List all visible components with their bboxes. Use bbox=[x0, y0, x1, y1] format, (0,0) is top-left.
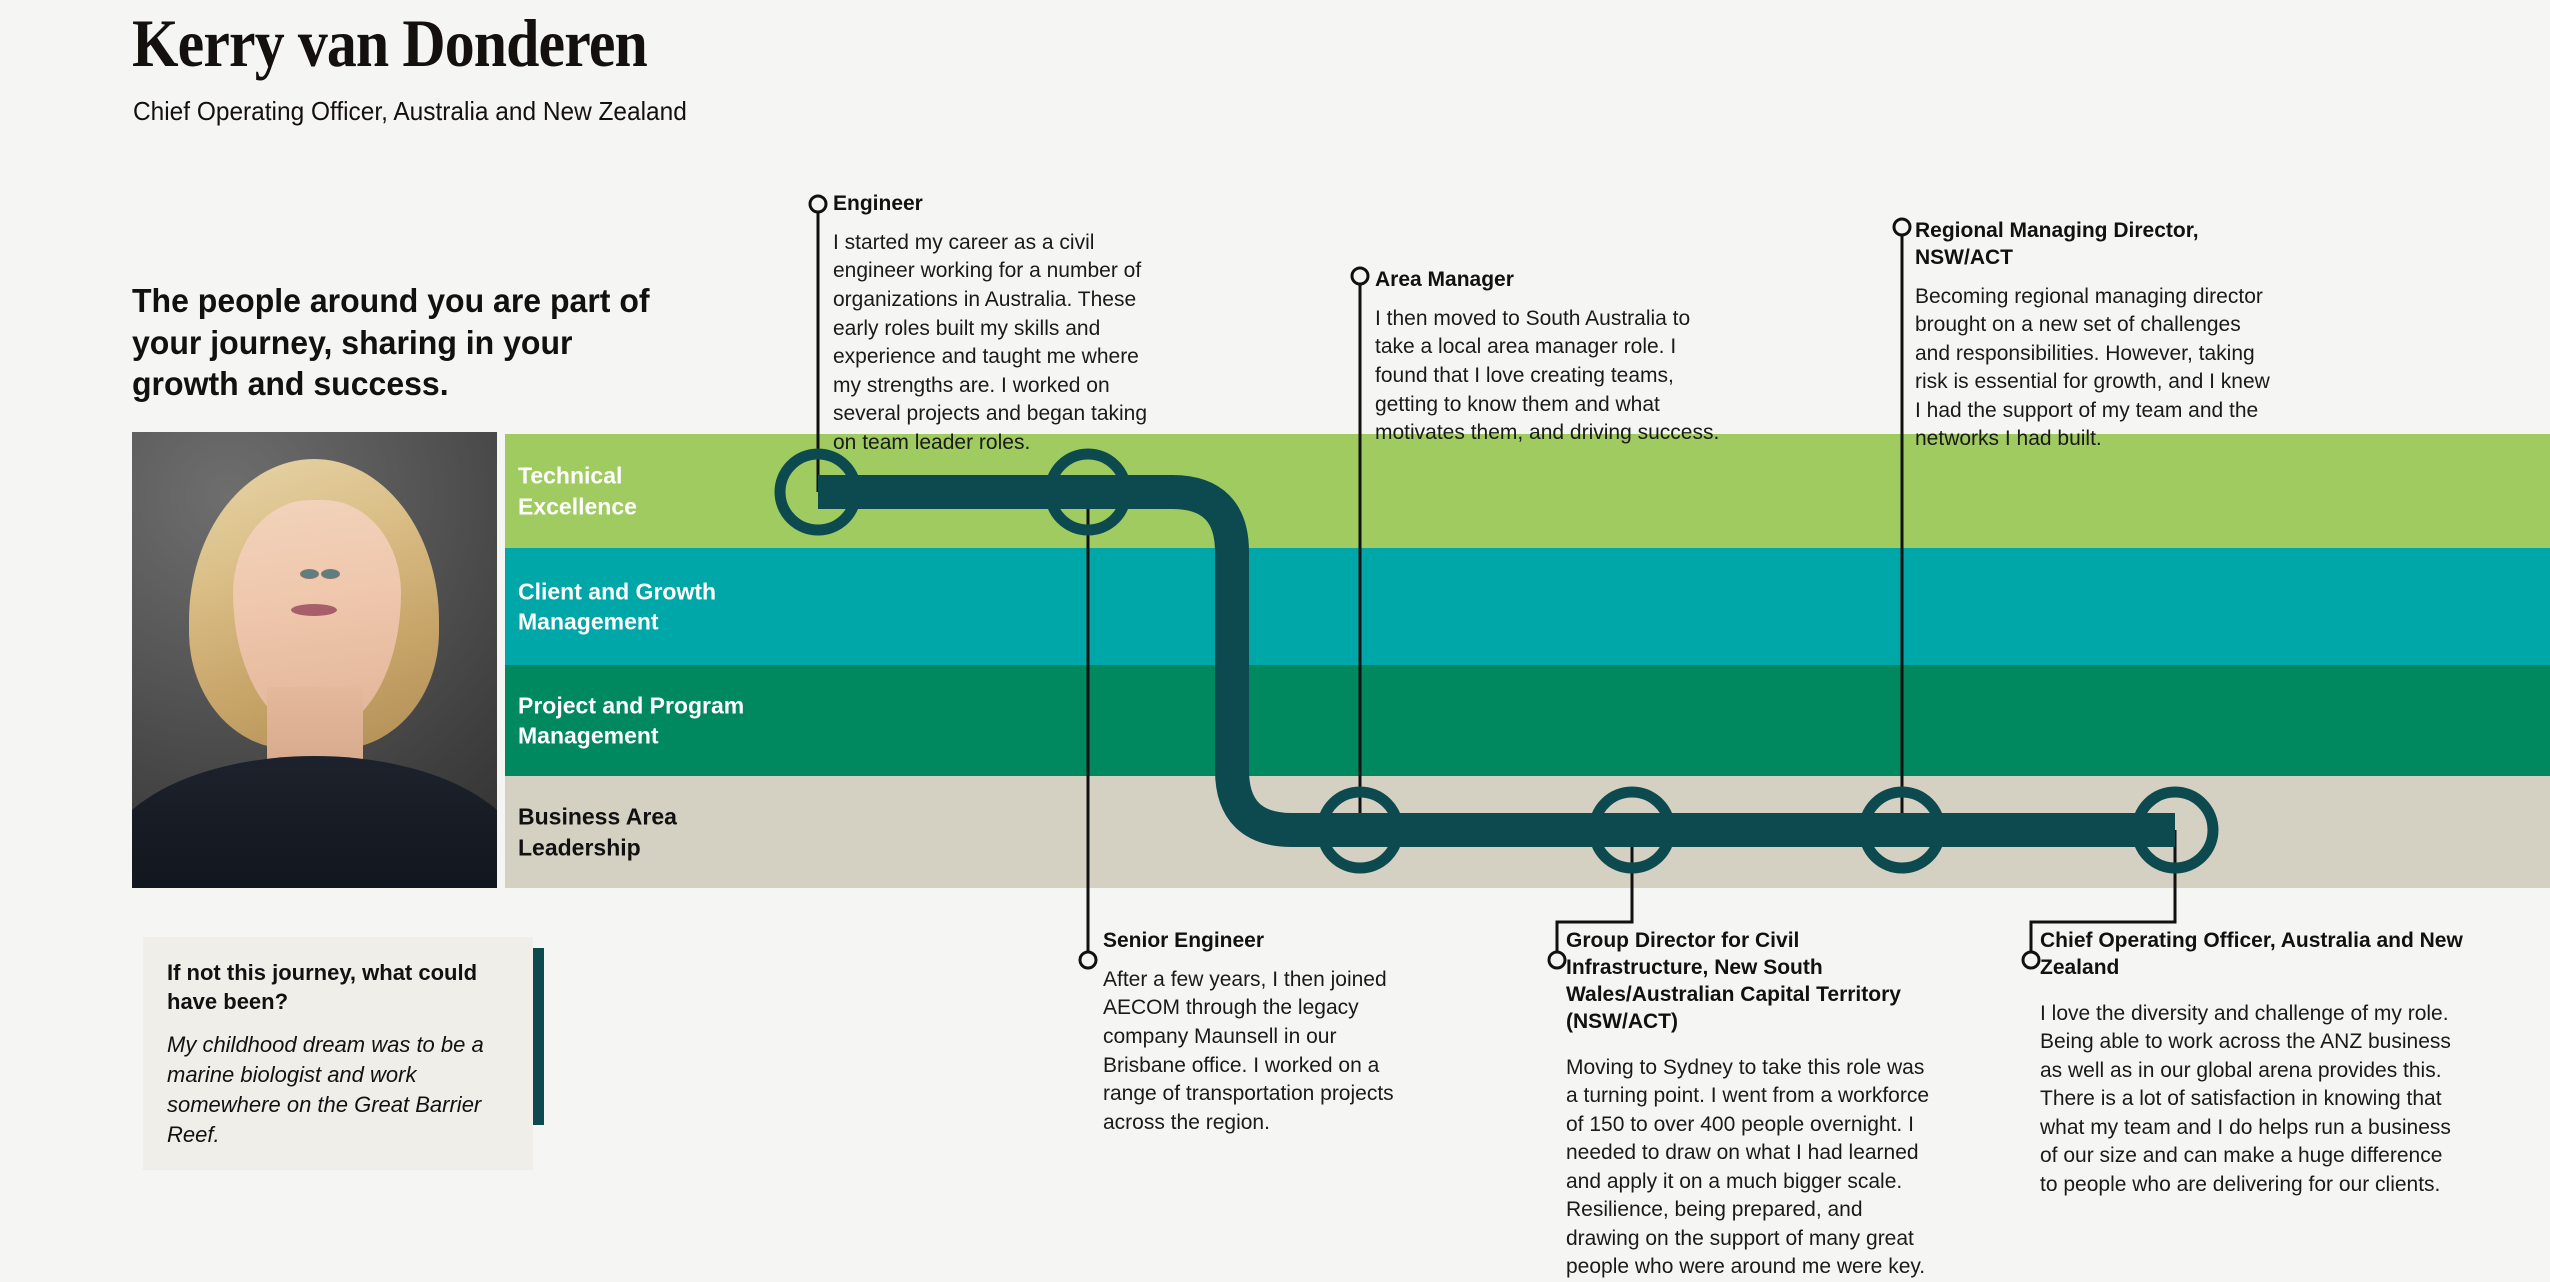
portrait-mouth bbox=[290, 603, 337, 616]
callout-box: If not this journey, what could have bee… bbox=[143, 937, 544, 1170]
leader-marker-area-manager bbox=[1350, 266, 1370, 286]
annotation-area-manager: Area Manager I then moved to South Austr… bbox=[1375, 267, 1730, 448]
annotation-title-chief-operating-officer: Chief Operating Officer, Australia and N… bbox=[2040, 929, 2463, 979]
portrait-shoulders bbox=[132, 755, 497, 888]
callout-panel: If not this journey, what could have bee… bbox=[143, 937, 533, 1170]
callout-answer: My childhood dream was to be a marine bi… bbox=[167, 1032, 484, 1147]
annotation-title-group-director: Group Director for Civil Infrastructure,… bbox=[1566, 929, 1901, 1033]
band-label-technical-excellence: Technical Excellence bbox=[518, 462, 637, 519]
portrait-eye-left bbox=[300, 569, 318, 578]
portrait-eye-right bbox=[321, 569, 339, 578]
band-label-project-and-program-management: Project and Program Management bbox=[518, 691, 745, 749]
infographic-canvas: Kerry van Donderen Chief Operating Offic… bbox=[132, 5, 2550, 1278]
band-label-business-area-leadership: Business Area Leadership bbox=[518, 803, 677, 860]
person-role-subtitle: Chief Operating Officer, Australia and N… bbox=[133, 96, 687, 126]
annotation-title-regional-managing-director: Regional Managing Director, NSW/ACT bbox=[1915, 219, 2199, 269]
annotation-regional-managing-director: Regional Managing Director, NSW/ACT Beco… bbox=[1915, 218, 2270, 454]
callout-question: If not this journey, what could have bee… bbox=[167, 960, 478, 1014]
pull-quote: The people around you are part of your j… bbox=[132, 282, 650, 403]
leader-marker-engineer bbox=[808, 194, 828, 214]
annotation-chief-operating-officer: Chief Operating Officer, Australia and N… bbox=[2040, 928, 2465, 1200]
annotation-body-chief-operating-officer: I love the diversity and challenge of my… bbox=[2040, 1001, 2451, 1197]
leader-marker-coo bbox=[2021, 950, 2041, 970]
annotation-body-engineer: I started my career as a civil engineer … bbox=[833, 230, 1148, 454]
band-client-and-growth-management: Client and Growth Management bbox=[505, 548, 2550, 665]
annotation-senior-engineer: Senior Engineer After a few years, I the… bbox=[1103, 928, 1423, 1137]
leader-marker-regional bbox=[1892, 217, 1912, 237]
leader-marker-group-director bbox=[1547, 950, 1567, 970]
leader-marker-senior-engineer bbox=[1078, 950, 1098, 970]
annotation-title-area-manager: Area Manager bbox=[1375, 268, 1514, 291]
band-project-and-program-management: Project and Program Management bbox=[505, 665, 2550, 776]
annotation-group-director: Group Director for Civil Infrastructure,… bbox=[1566, 928, 1934, 1282]
annotation-body-group-director: Moving to Sydney to take this role was a… bbox=[1566, 1055, 1929, 1279]
annotation-title-engineer: Engineer bbox=[833, 192, 923, 215]
page-title: Kerry van Donderen bbox=[132, 5, 648, 81]
annotation-body-senior-engineer: After a few years, I then joined AECOM t… bbox=[1103, 967, 1394, 1134]
band-label-client-and-growth-management: Client and Growth Management bbox=[518, 577, 717, 635]
portrait-photo bbox=[132, 432, 497, 888]
annotation-engineer: Engineer I started my career as a civil … bbox=[833, 191, 1163, 457]
band-business-area-leadership: Business Area Leadership bbox=[505, 776, 2550, 888]
annotation-body-regional-managing-director: Becoming regional managing director brou… bbox=[1915, 284, 2270, 451]
annotation-body-area-manager: I then moved to South Australia to take … bbox=[1375, 306, 1720, 445]
annotation-title-senior-engineer: Senior Engineer bbox=[1103, 929, 1265, 952]
